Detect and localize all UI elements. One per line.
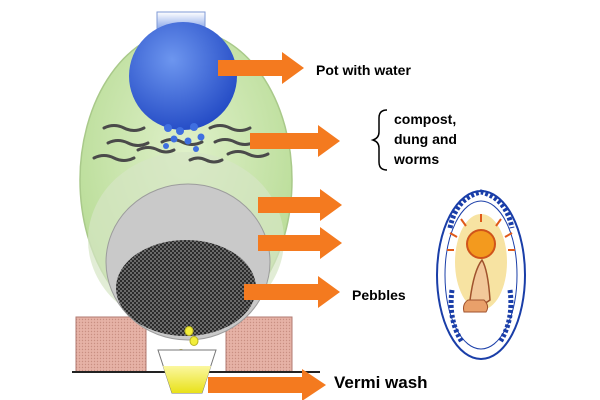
- label-pebbles: Pebbles: [352, 287, 406, 303]
- compost-brace: [370, 109, 388, 171]
- arrow-vermi-wash: [208, 369, 326, 400]
- pebble-layer: [116, 240, 256, 336]
- arrow-pebbles: [244, 276, 340, 308]
- water-pot: [129, 22, 237, 130]
- living-in-tune-with-nature-logo: [436, 189, 526, 360]
- water-drops: [163, 123, 205, 152]
- arrow-pot: [218, 52, 304, 84]
- arrow-compost: [250, 125, 340, 157]
- label-compost-line2: dung and: [394, 131, 457, 147]
- right-stand: [225, 316, 293, 373]
- worms: [92, 124, 270, 164]
- vermi-wash-liquid: [163, 366, 211, 393]
- label-pot-with-water: Pot with water: [316, 62, 411, 78]
- arrow-layer-2: [258, 227, 342, 259]
- arrow-layer-1: [258, 189, 342, 221]
- label-vermi-wash: Vermi wash: [334, 373, 428, 392]
- left-stand: [75, 316, 147, 373]
- label-compost-line1: compost,: [394, 111, 457, 127]
- label-compost-line3: worms: [394, 151, 440, 167]
